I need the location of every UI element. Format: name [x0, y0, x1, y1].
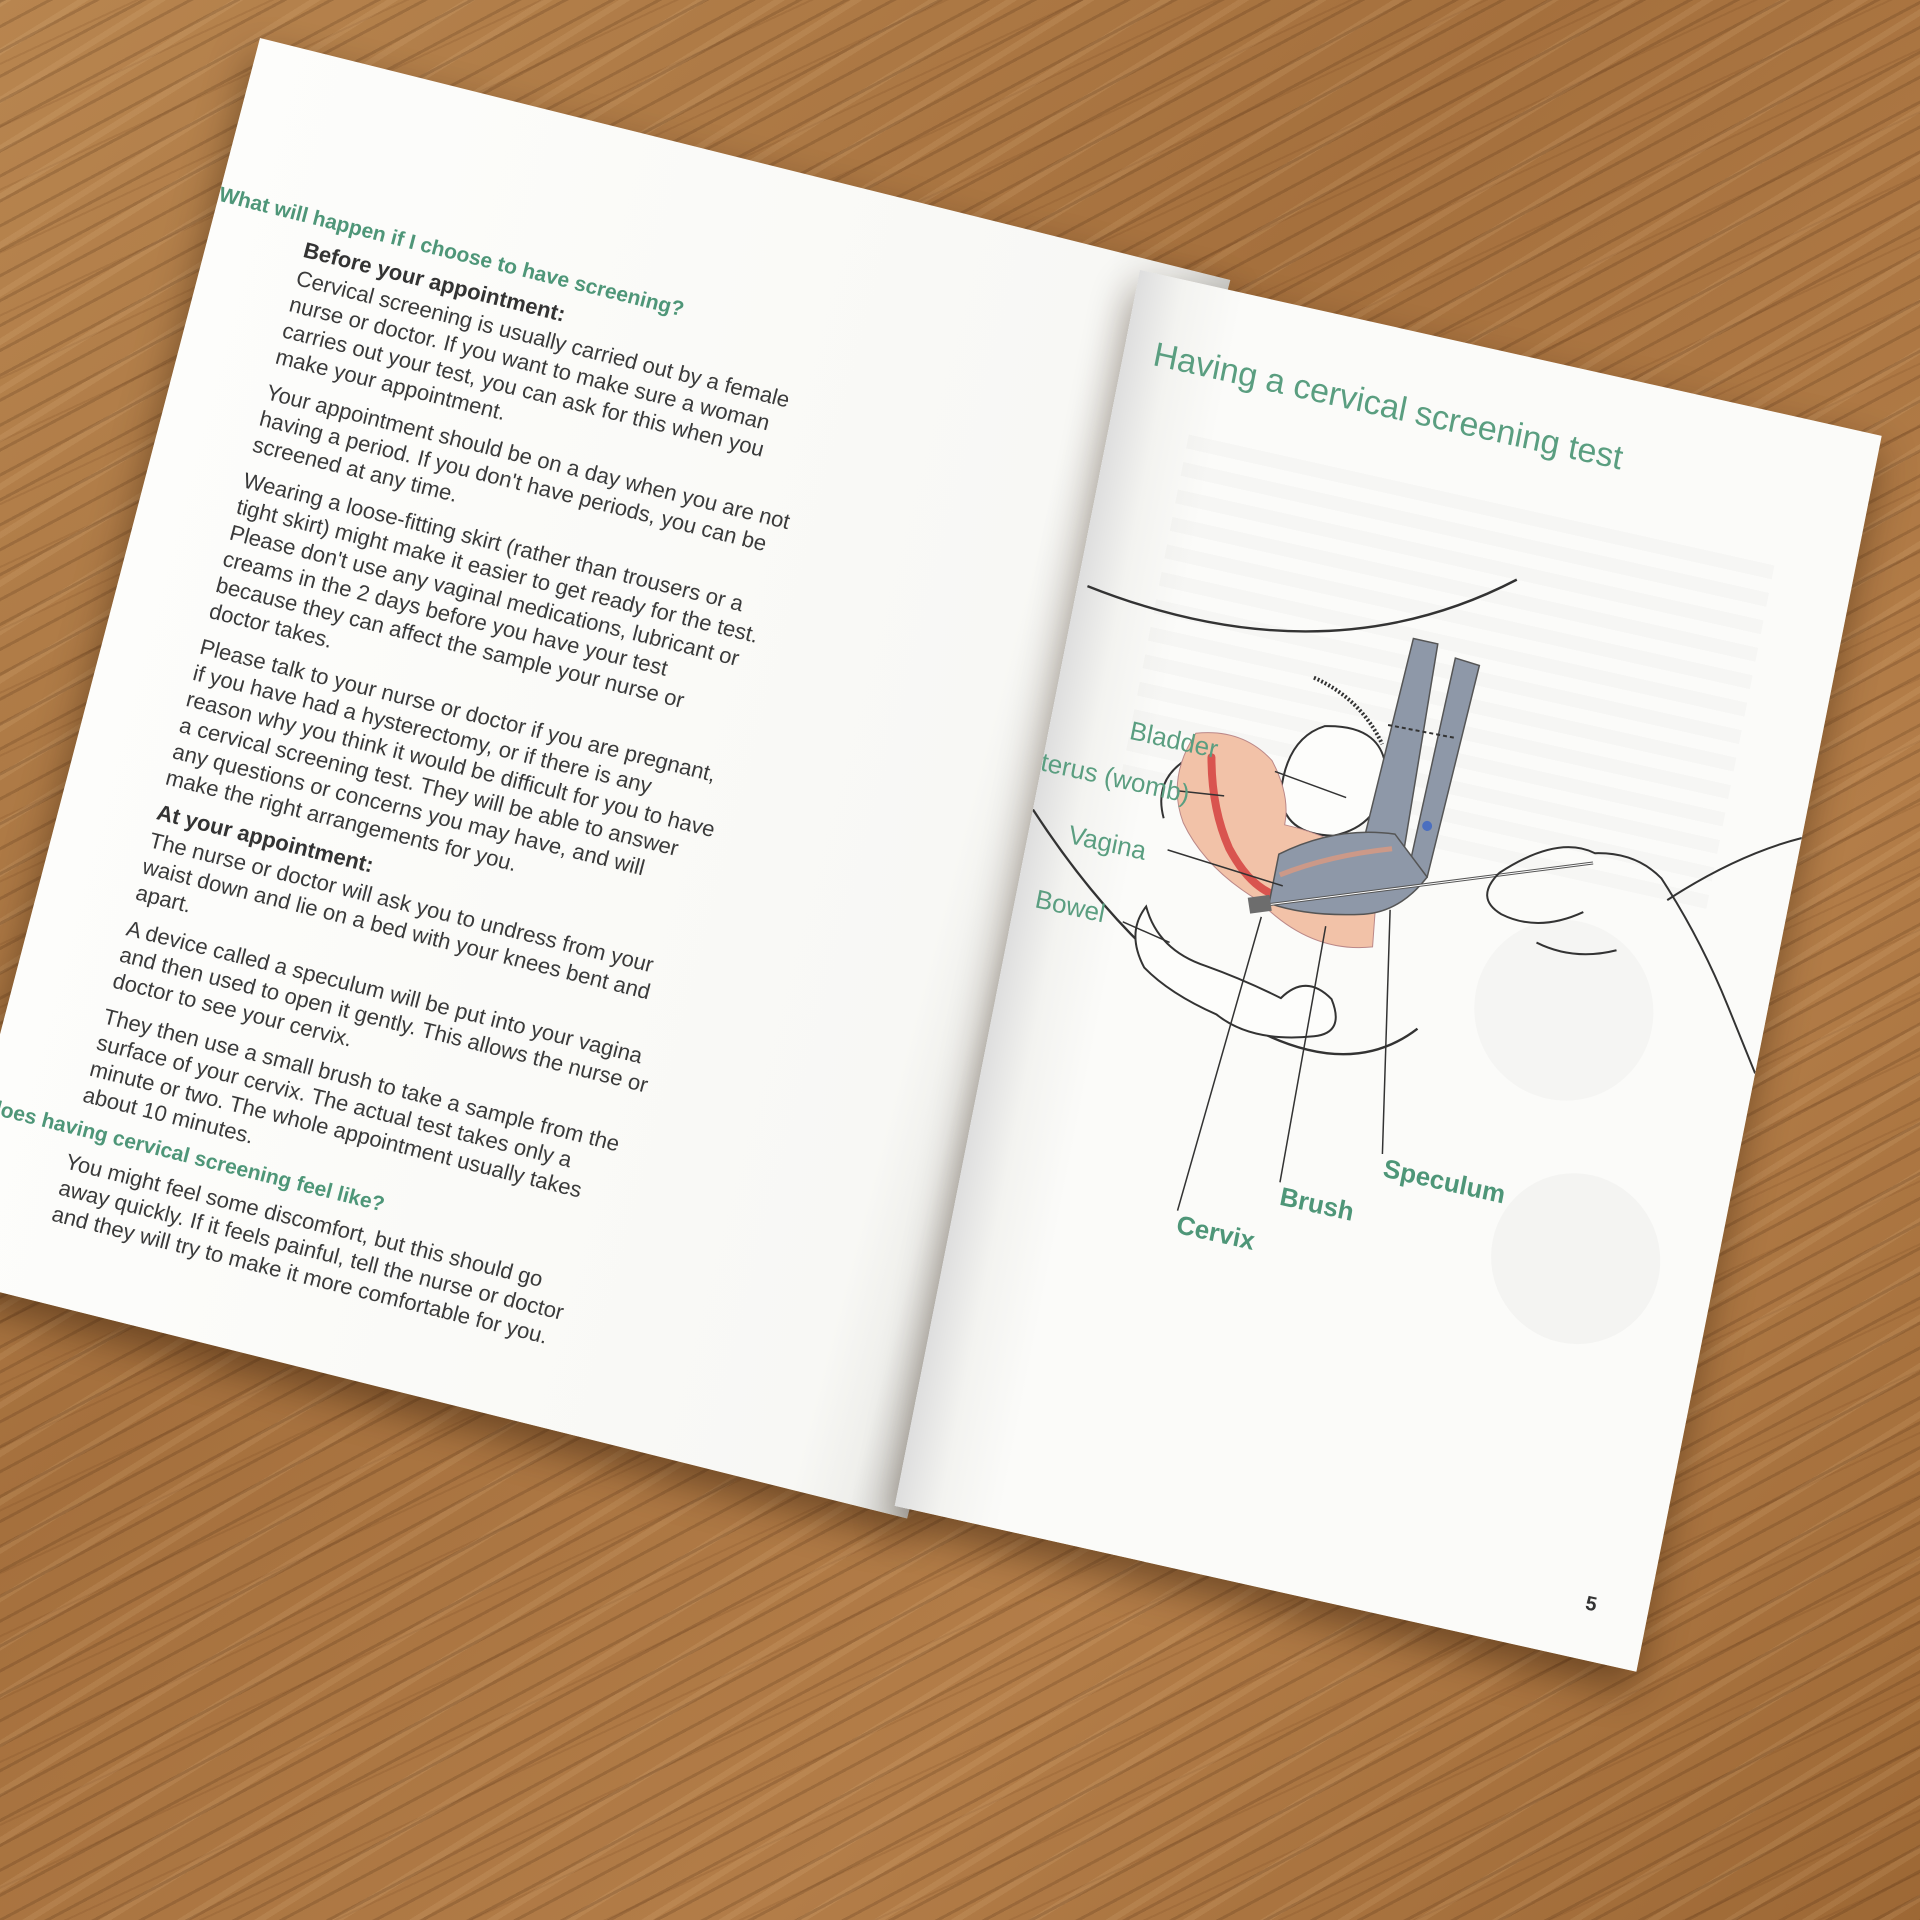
cervical-screening-diagram: Bladder Uterus (womb) Vagina Bowel Cervi…	[1020, 578, 1803, 1345]
label-bladder: Bladder	[1127, 715, 1221, 764]
page-number: 5	[1583, 1592, 1599, 1617]
speculum-device	[1268, 637, 1481, 916]
label-brush: Brush	[1277, 1181, 1356, 1227]
uterus-cavity	[1207, 753, 1276, 898]
label-speculum: Speculum	[1381, 1153, 1508, 1210]
label-vagina: Vagina	[1066, 819, 1149, 866]
label-cervix: Cervix	[1174, 1209, 1258, 1256]
right-page: Having a cervical screening test	[894, 270, 1882, 1672]
hand-outline	[1486, 837, 1803, 1074]
label-bowel: Bowel	[1033, 884, 1108, 929]
bowel-shape	[1134, 904, 1337, 1039]
